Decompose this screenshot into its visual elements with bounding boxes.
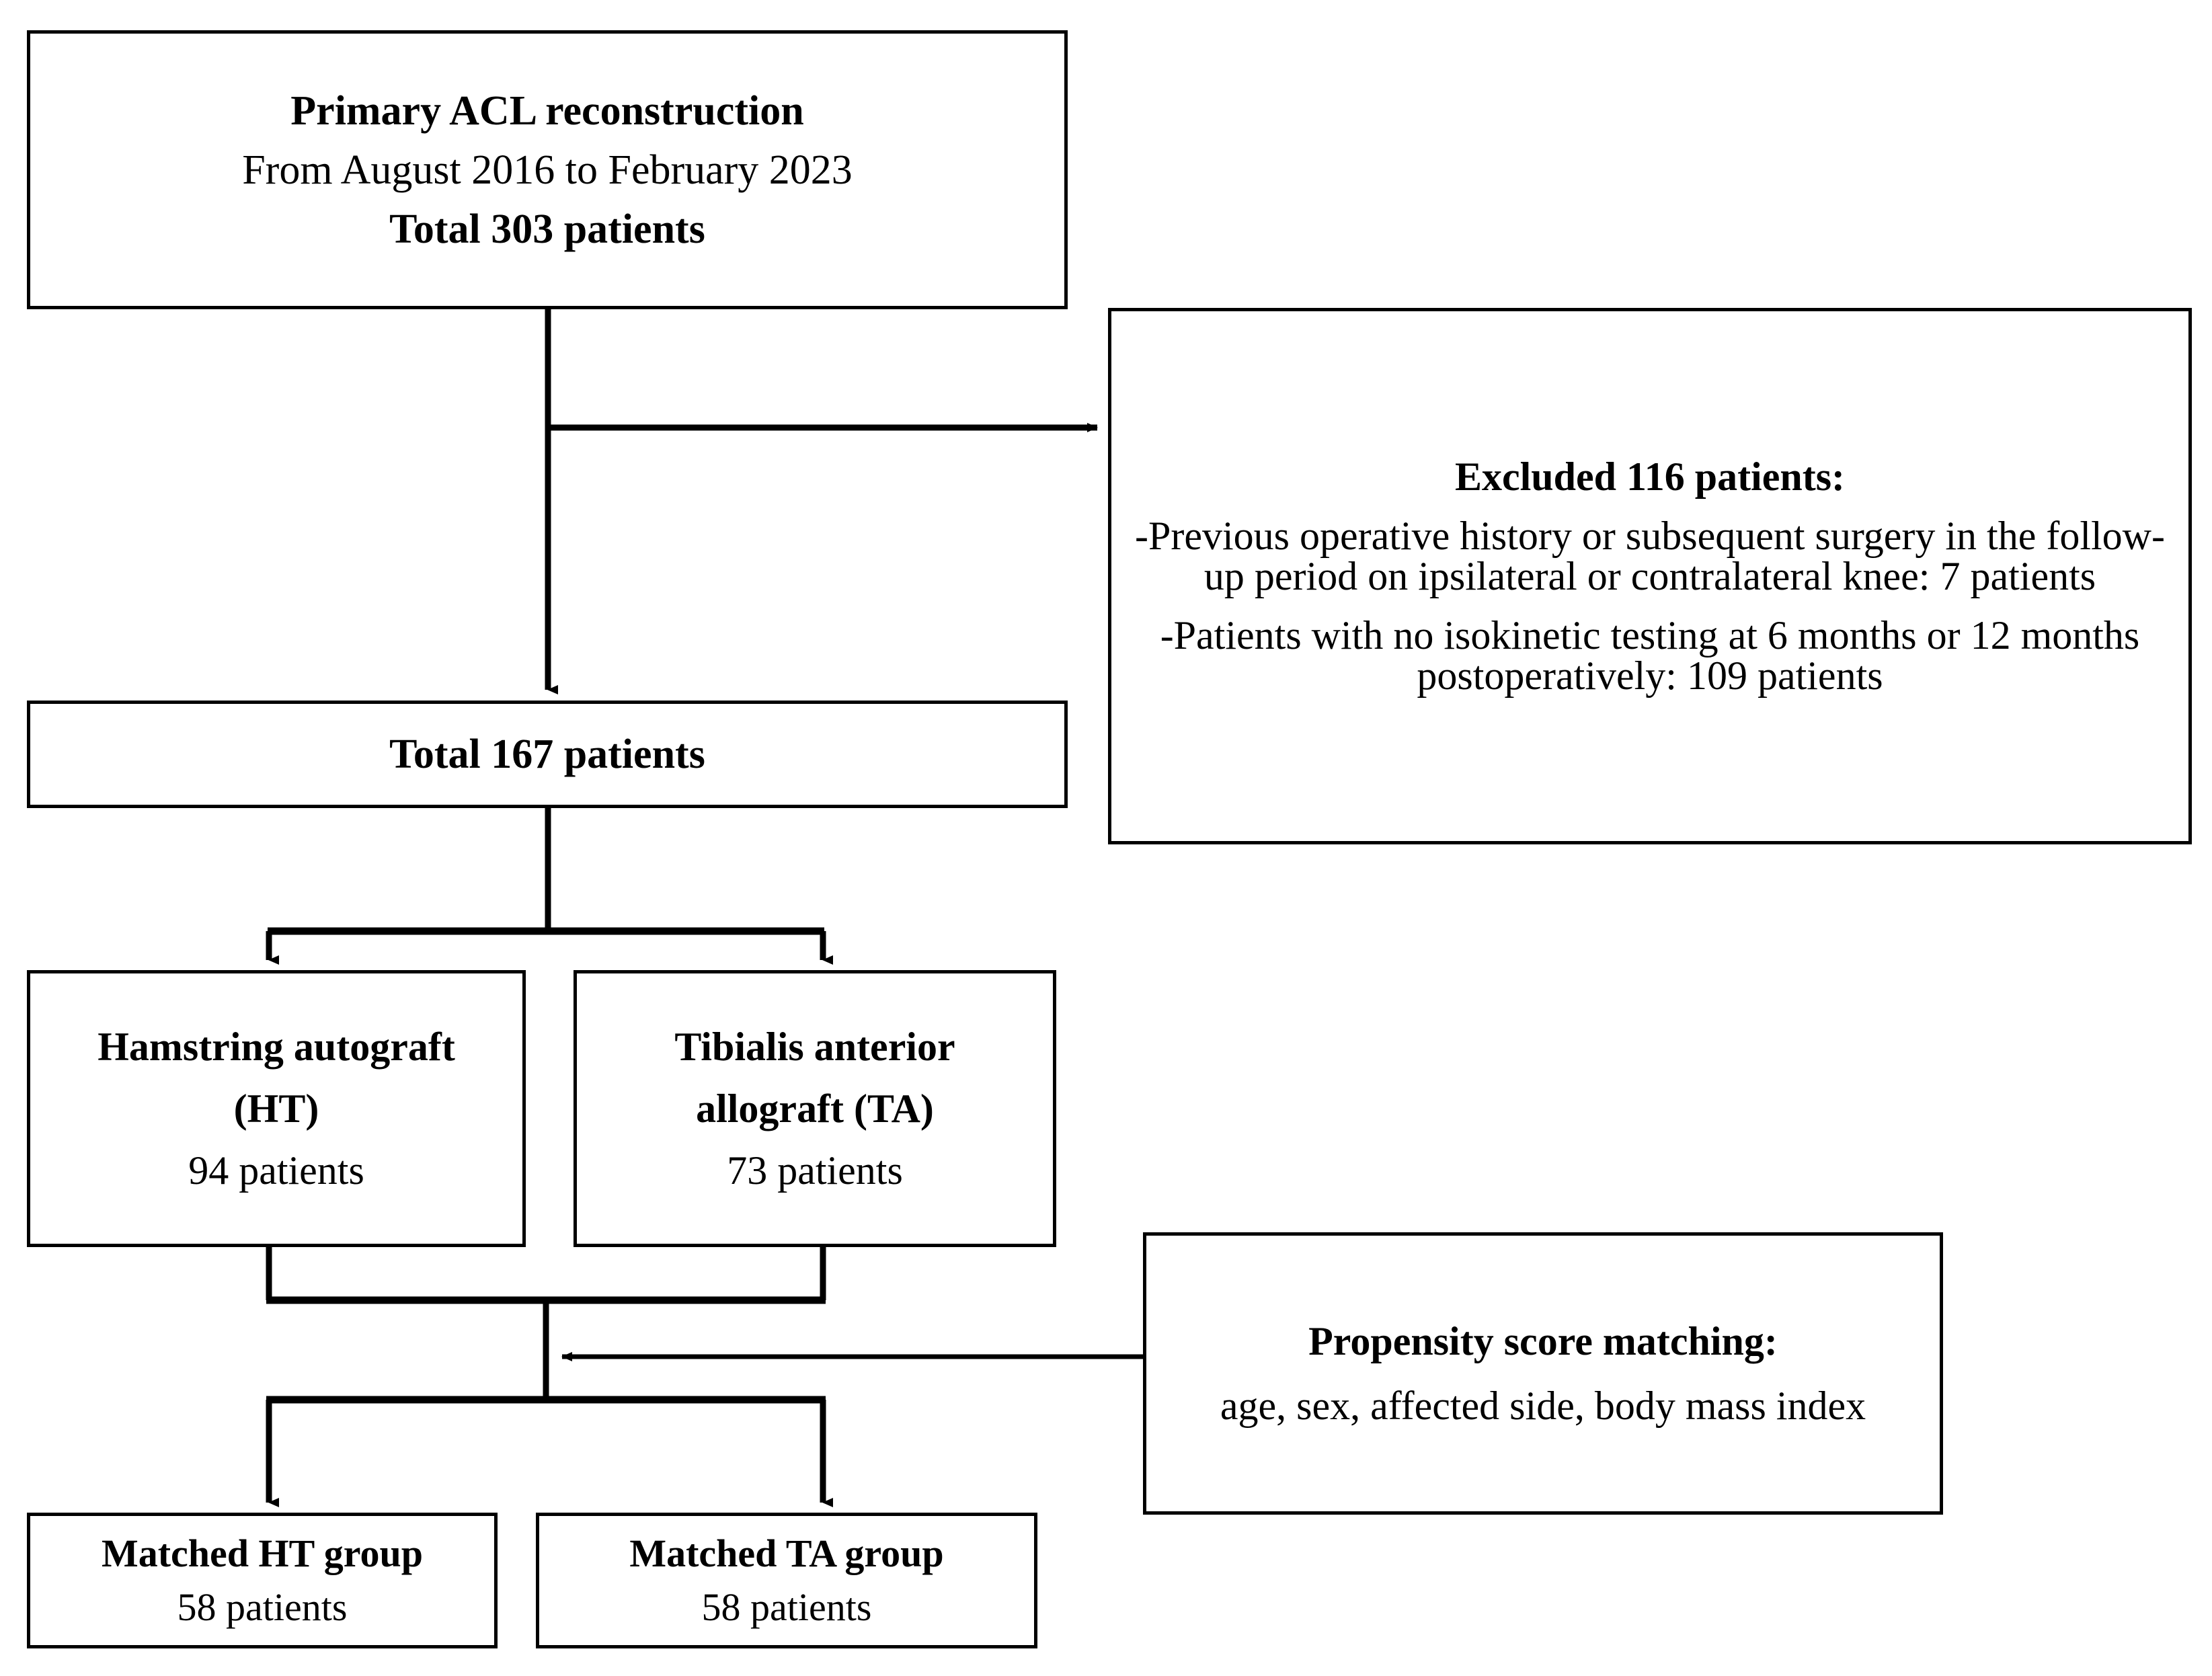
hamstring-title: Hamstring autograft [97, 1025, 455, 1069]
matched-ta-count: 58 patients [701, 1585, 872, 1629]
excluded-patients-box: Excluded 116 patients: -Previous operati… [1108, 308, 2192, 844]
primary-acl-reconstruction-box: Primary ACL reconstruction From August 2… [27, 30, 1068, 309]
matched-ht-group-box: Matched HT group 58 patients [27, 1513, 498, 1648]
primary-total: Total 303 patients [389, 206, 705, 252]
primary-period: From August 2016 to February 2023 [242, 147, 853, 193]
matched-ht-count: 58 patients [177, 1585, 348, 1629]
propensity-heading: Propensity score matching: [1308, 1319, 1778, 1363]
hamstring-abbrev: (HT) [233, 1086, 319, 1131]
hamstring-autograft-box: Hamstring autograft (HT) 94 patients [27, 970, 526, 1247]
primary-title: Primary ACL reconstruction [290, 87, 804, 134]
tibialis-anterior-allograft-box: Tibialis anterior allograft (TA) 73 pati… [574, 970, 1056, 1247]
matched-ht-title: Matched HT group [101, 1531, 424, 1575]
excluded-reason-1: -Previous operative history or subsequen… [1135, 514, 2165, 598]
total-167-patients-box: Total 167 patients [27, 701, 1068, 808]
excluded-heading: Excluded 116 patients: [1454, 454, 1846, 499]
propensity-variables: age, sex, affected side, body mass index [1220, 1384, 1866, 1428]
matched-ta-group-box: Matched TA group 58 patients [536, 1513, 1037, 1648]
total167-label: Total 167 patients [389, 731, 705, 777]
propensity-score-matching-box: Propensity score matching: age, sex, aff… [1143, 1232, 1943, 1515]
matched-ta-title: Matched TA group [629, 1531, 944, 1575]
tibialis-title: Tibialis anterior [674, 1025, 955, 1069]
excluded-reason-2: -Patients with no isokinetic testing at … [1160, 613, 2140, 698]
hamstring-count: 94 patients [188, 1148, 364, 1193]
tibialis-count: 73 patients [727, 1148, 903, 1193]
tibialis-abbrev: allograft (TA) [696, 1086, 934, 1131]
